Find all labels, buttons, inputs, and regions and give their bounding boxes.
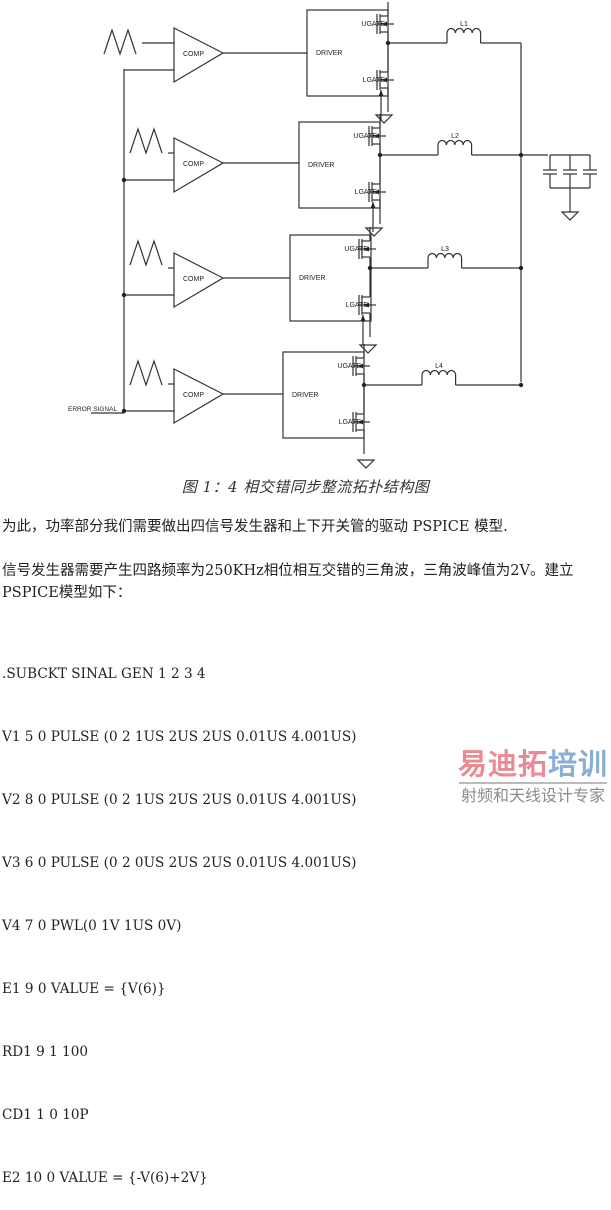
- driver-label: DRIVER: [299, 275, 325, 282]
- arrow-icon: [374, 133, 379, 139]
- watermark-divider: [459, 782, 607, 784]
- driver-label: DRIVER: [292, 392, 318, 399]
- inductor-icon: [437, 139, 473, 146]
- ground-icon: [356, 459, 376, 469]
- inductor-icon: [427, 252, 463, 259]
- inductor-label: L3: [441, 246, 449, 253]
- watermark-brand-blue: 培训: [548, 747, 609, 781]
- watermark-brand: 易迪拓培训: [455, 748, 611, 780]
- lgate-label: LGATE: [355, 189, 378, 196]
- triangle-wave-icon: [129, 239, 163, 267]
- code-line: V4 7 0 PWL(0 1V 1US 0V): [2, 918, 182, 934]
- arrow-icon: [360, 315, 366, 321]
- ugate-label: UGATE: [344, 246, 368, 253]
- comparator-label: COMP: [183, 392, 204, 399]
- comparator-icon: [173, 27, 225, 84]
- code-line: V1 5 0 PULSE (0 2 1US 2US 2US 0.01US 4.0…: [2, 729, 357, 745]
- inductor-label: L2: [451, 133, 459, 140]
- arrow-icon: [358, 419, 363, 425]
- watermark-brand-red: 易迪拓: [457, 747, 548, 781]
- comparator-icon: [173, 137, 225, 194]
- pspice-code-block: .SUBCKT SINAL GEN 1 2 3 4 V1 5 0 PULSE (…: [2, 622, 356, 1210]
- code-line: RD1 9 1 100: [2, 1044, 88, 1060]
- code-line: .SUBCKT SINAL GEN 1 2 3 4: [2, 666, 206, 682]
- triangle-wave-icon: [129, 127, 163, 155]
- junction-dot: [518, 382, 524, 388]
- junction-dot: [361, 382, 367, 388]
- ugate-label: UGATE: [361, 21, 385, 28]
- driver-block: [282, 351, 365, 439]
- junction-dot: [377, 152, 383, 158]
- arrow-icon: [364, 302, 369, 308]
- comparator-icon: [173, 252, 225, 309]
- junction-dot: [121, 292, 127, 298]
- watermark-tagline: 射频和天线设计专家: [460, 786, 605, 805]
- paragraph-signal-generator-line1: 信号发生器需要产生四路频率为250KHz相位相互交错的三角波，三角波峰值为2V。…: [2, 563, 574, 579]
- arrow-icon: [370, 202, 376, 208]
- code-line: V2 8 0 PULSE (0 2 1US 2US 2US 0.01US 4.0…: [2, 792, 357, 808]
- junction-dot: [121, 177, 127, 183]
- triangle-wave-icon: [129, 359, 163, 387]
- paragraph-signal-generator-line2: PSPICE模型如下：: [2, 585, 132, 601]
- driver-label: DRIVER: [308, 162, 334, 169]
- arrow-icon: [382, 77, 387, 83]
- junction-dot: [385, 40, 391, 46]
- figure-caption: 图 1：4 相交错同步整流拓扑结构图: [181, 478, 430, 496]
- comparator-label: COMP: [183, 161, 204, 168]
- arrow-icon: [358, 363, 363, 369]
- comparator-label: COMP: [183, 51, 204, 58]
- junction-dot: [518, 152, 524, 158]
- lgate-label: LGATE: [346, 302, 369, 309]
- triangle-wave-icon: [103, 28, 137, 56]
- lgate-label: LGATE: [339, 419, 362, 426]
- error-signal-label: ERROR SIGNAL: [68, 406, 118, 413]
- ground-icon: [364, 227, 384, 237]
- ugate-label: UGATE: [353, 133, 377, 140]
- inductor-icon: [421, 369, 457, 376]
- inductor-label: L4: [435, 363, 443, 370]
- lgate-label: LGATE: [363, 77, 386, 84]
- code-line: E1 9 0 VALUE = {V(6)}: [2, 981, 166, 997]
- driver-block: [298, 121, 381, 209]
- arrow-icon: [374, 189, 379, 195]
- driver-block: [289, 234, 372, 322]
- driver-block: [306, 9, 389, 97]
- arrow-icon: [378, 90, 384, 96]
- comparator-label: COMP: [183, 276, 204, 283]
- inductor-label: L1: [460, 21, 468, 28]
- ugate-label: UGATE: [337, 363, 361, 370]
- comparator-icon: [173, 368, 225, 425]
- inductor-icon: [446, 27, 482, 34]
- arrow-icon: [382, 21, 387, 27]
- arrow-icon: [364, 246, 369, 252]
- ground-icon: [374, 114, 394, 124]
- code-line: E2 10 0 VALUE = {-V(6)+2V}: [2, 1170, 208, 1186]
- junction-dot: [121, 408, 127, 414]
- ground-icon: [560, 211, 580, 221]
- ground-icon: [358, 344, 378, 354]
- paragraph-intro: 为此，功率部分我们需要做出四信号发生器和上下开关管的驱动 PSPICE 模型.: [2, 519, 508, 535]
- watermark-logo: 易迪拓培训 射频和天线设计专家: [455, 748, 611, 806]
- driver-label: DRIVER: [316, 50, 342, 57]
- junction-dot: [518, 265, 524, 271]
- code-line: V3 6 0 PULSE (0 2 0US 2US 2US 0.01US 4.0…: [2, 855, 357, 871]
- junction-dot: [367, 265, 373, 271]
- code-line: CD1 1 0 10P: [2, 1107, 89, 1123]
